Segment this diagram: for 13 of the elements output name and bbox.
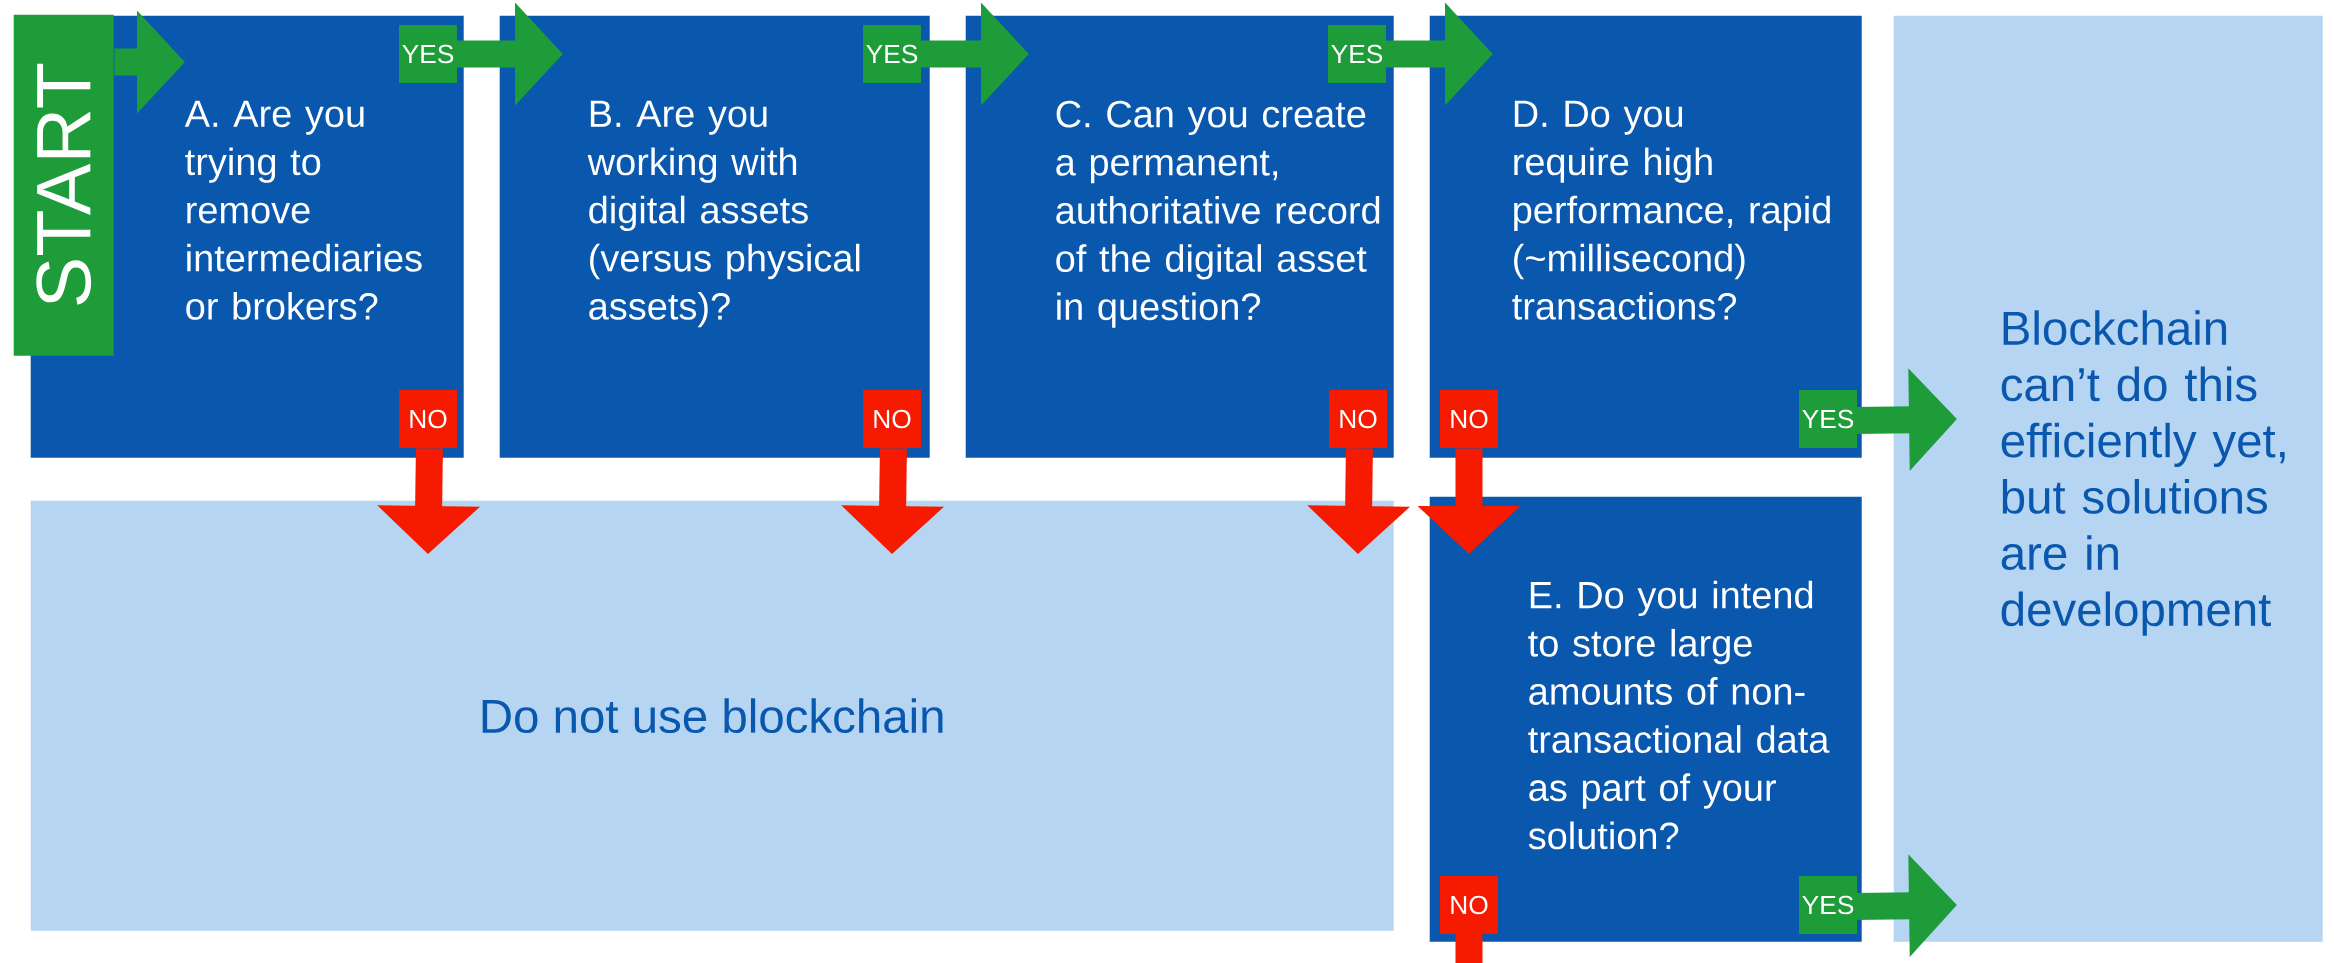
edge-label: YES xyxy=(1799,390,1857,448)
outcome-box: Do not use blockchain xyxy=(30,500,1394,931)
outcome-box: Blockchain can’t do this efficiently yet, but solutions are in development xyxy=(1893,15,2323,942)
start-tab: START xyxy=(13,14,114,356)
edge-label: NO xyxy=(1329,390,1387,448)
edge-label: YES xyxy=(1799,876,1857,934)
edge-label: NO xyxy=(399,390,457,448)
edge-label: NO xyxy=(1440,390,1498,448)
edge-label: NO xyxy=(863,390,921,448)
edge-label: YES xyxy=(399,25,457,83)
edge-label: YES xyxy=(1328,25,1386,83)
edge-label: NO xyxy=(1440,876,1498,934)
edge-label: YES xyxy=(863,25,921,83)
